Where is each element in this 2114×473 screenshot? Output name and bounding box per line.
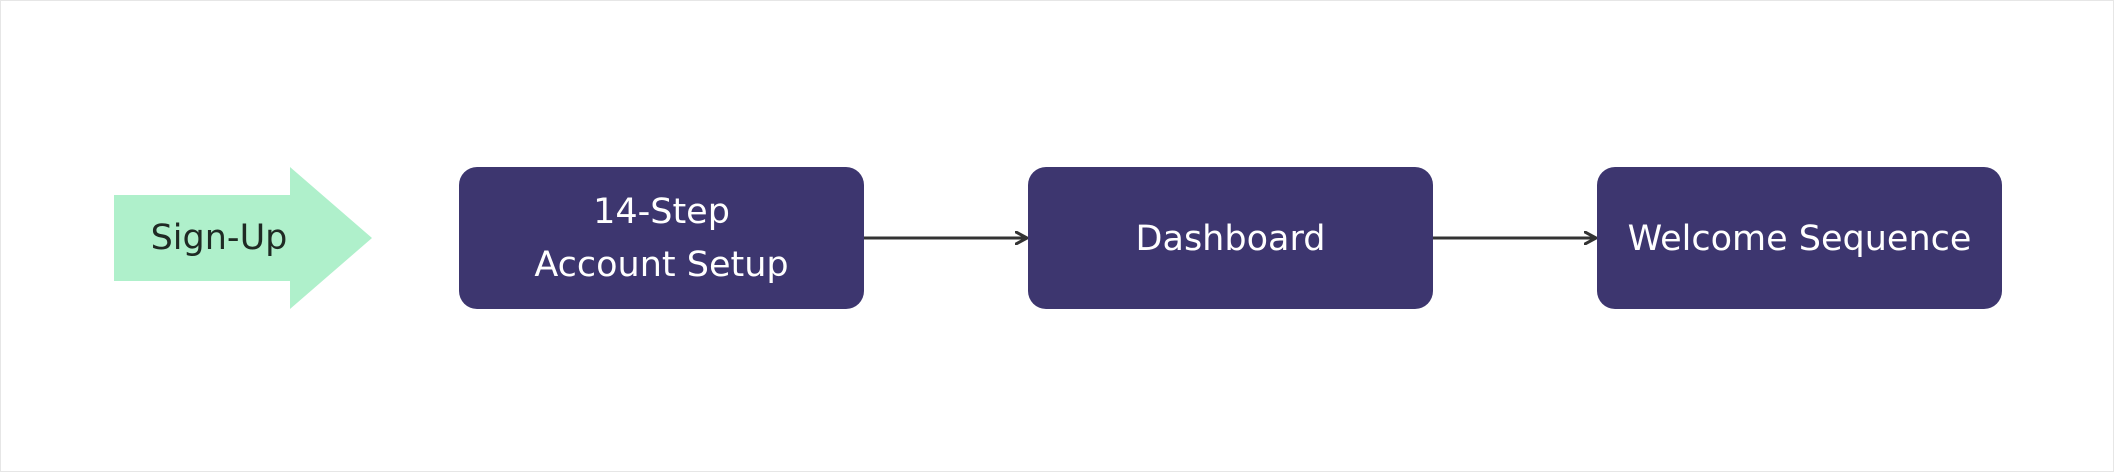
- start-arrow: Sign-Up: [114, 167, 372, 309]
- step-dashboard-label: Dashboard: [1136, 219, 1326, 259]
- step-welcome-sequence-label: Welcome Sequence: [1628, 219, 1972, 259]
- step-account-setup-label-line1: 14-Step: [593, 192, 730, 232]
- step-welcome-sequence-box: [1597, 167, 2002, 309]
- start-arrow-label: Sign-Up: [151, 218, 288, 258]
- step-account-setup-box: [459, 167, 864, 309]
- step-dashboard: Dashboard: [1028, 167, 1433, 309]
- step-account-setup: 14-Step Account Setup: [459, 167, 864, 309]
- step-dashboard-box: [1028, 167, 1433, 309]
- start-arrow-shape: [114, 167, 372, 309]
- step-welcome-sequence: Welcome Sequence: [1597, 167, 2002, 309]
- step-account-setup-label-line2: Account Setup: [534, 245, 788, 285]
